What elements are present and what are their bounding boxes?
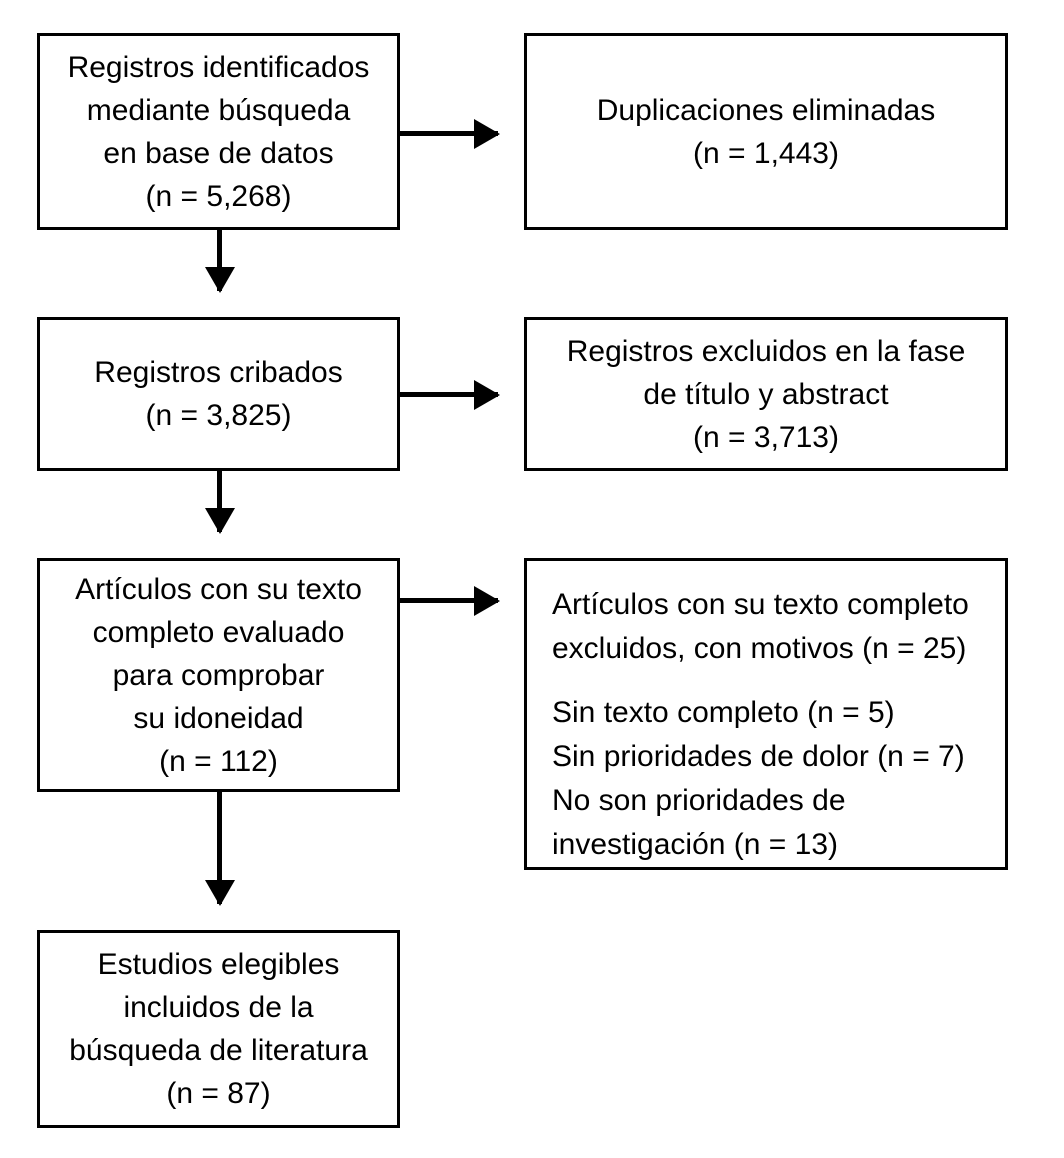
box-line-count: (n = 3,825) (145, 399, 292, 432)
box-line: Artículos con su texto (75, 572, 362, 606)
box-line: mediante búsqueda (86, 93, 351, 127)
box-line: para comprobar (112, 658, 325, 692)
box-records-identified: Registros identificados mediante búsqued… (37, 33, 400, 230)
box-records-excluded-title-abstract: Registros excluidos en la fase de título… (524, 317, 1008, 471)
exclusion-reason: No son prioridades de (552, 784, 846, 817)
box-line-count: (n = 5,268) (145, 179, 292, 213)
box-line: incluidos de la (123, 991, 314, 1024)
box-studies-included: Estudios elegibles incluidos de la búsqu… (37, 930, 400, 1128)
arrow-identified-to-screened (217, 230, 222, 291)
box-line: Registros excluidos en la fase (566, 334, 966, 368)
box-line: de título y abstract (643, 377, 889, 411)
box-fulltext-excluded-with-reasons: Artículos con su texto completo excluido… (524, 558, 1008, 870)
box-line-count: (n = 3,713) (693, 420, 839, 454)
box-line: Registros cribados (94, 356, 343, 389)
box-line: Artículos con su texto completo (552, 588, 969, 621)
arrow-screened-to-fulltext (217, 471, 222, 532)
box-line-count: excluidos, con motivos (n = 25) (552, 632, 967, 665)
box-line-count: (n = 1,443) (693, 136, 839, 170)
box-records-screened: Registros cribados (n = 3,825) (37, 317, 400, 471)
box-line: su idoneidad (133, 701, 304, 735)
box-line: en base de datos (103, 136, 334, 170)
box-line-count: (n = 87) (166, 1077, 271, 1110)
box-line: Registros identificados (67, 50, 370, 84)
box-line: búsqueda de literatura (69, 1034, 368, 1067)
box-line: completo evaluado (92, 615, 345, 649)
arrow-identified-to-duplicates (400, 131, 498, 136)
box-line: Duplicaciones eliminadas (596, 93, 936, 127)
arrow-fulltext-to-excluded-fulltext (400, 598, 498, 603)
exclusion-reason: Sin texto completo (n = 5) (552, 696, 895, 729)
box-line-count: (n = 112) (159, 744, 278, 778)
exclusion-reason: Sin prioridades de dolor (n = 7) (552, 740, 965, 773)
box-line: Estudios elegibles (97, 948, 340, 981)
arrow-fulltext-to-included (217, 792, 222, 904)
box-fulltext-assessed: Artículos con su texto completo evaluado… (37, 558, 400, 792)
exclusion-reason: investigación (n = 13) (552, 828, 838, 861)
arrow-screened-to-excluded-title-abstract (400, 392, 498, 397)
box-duplicates-removed: Duplicaciones eliminadas (n = 1,443) (524, 33, 1008, 230)
